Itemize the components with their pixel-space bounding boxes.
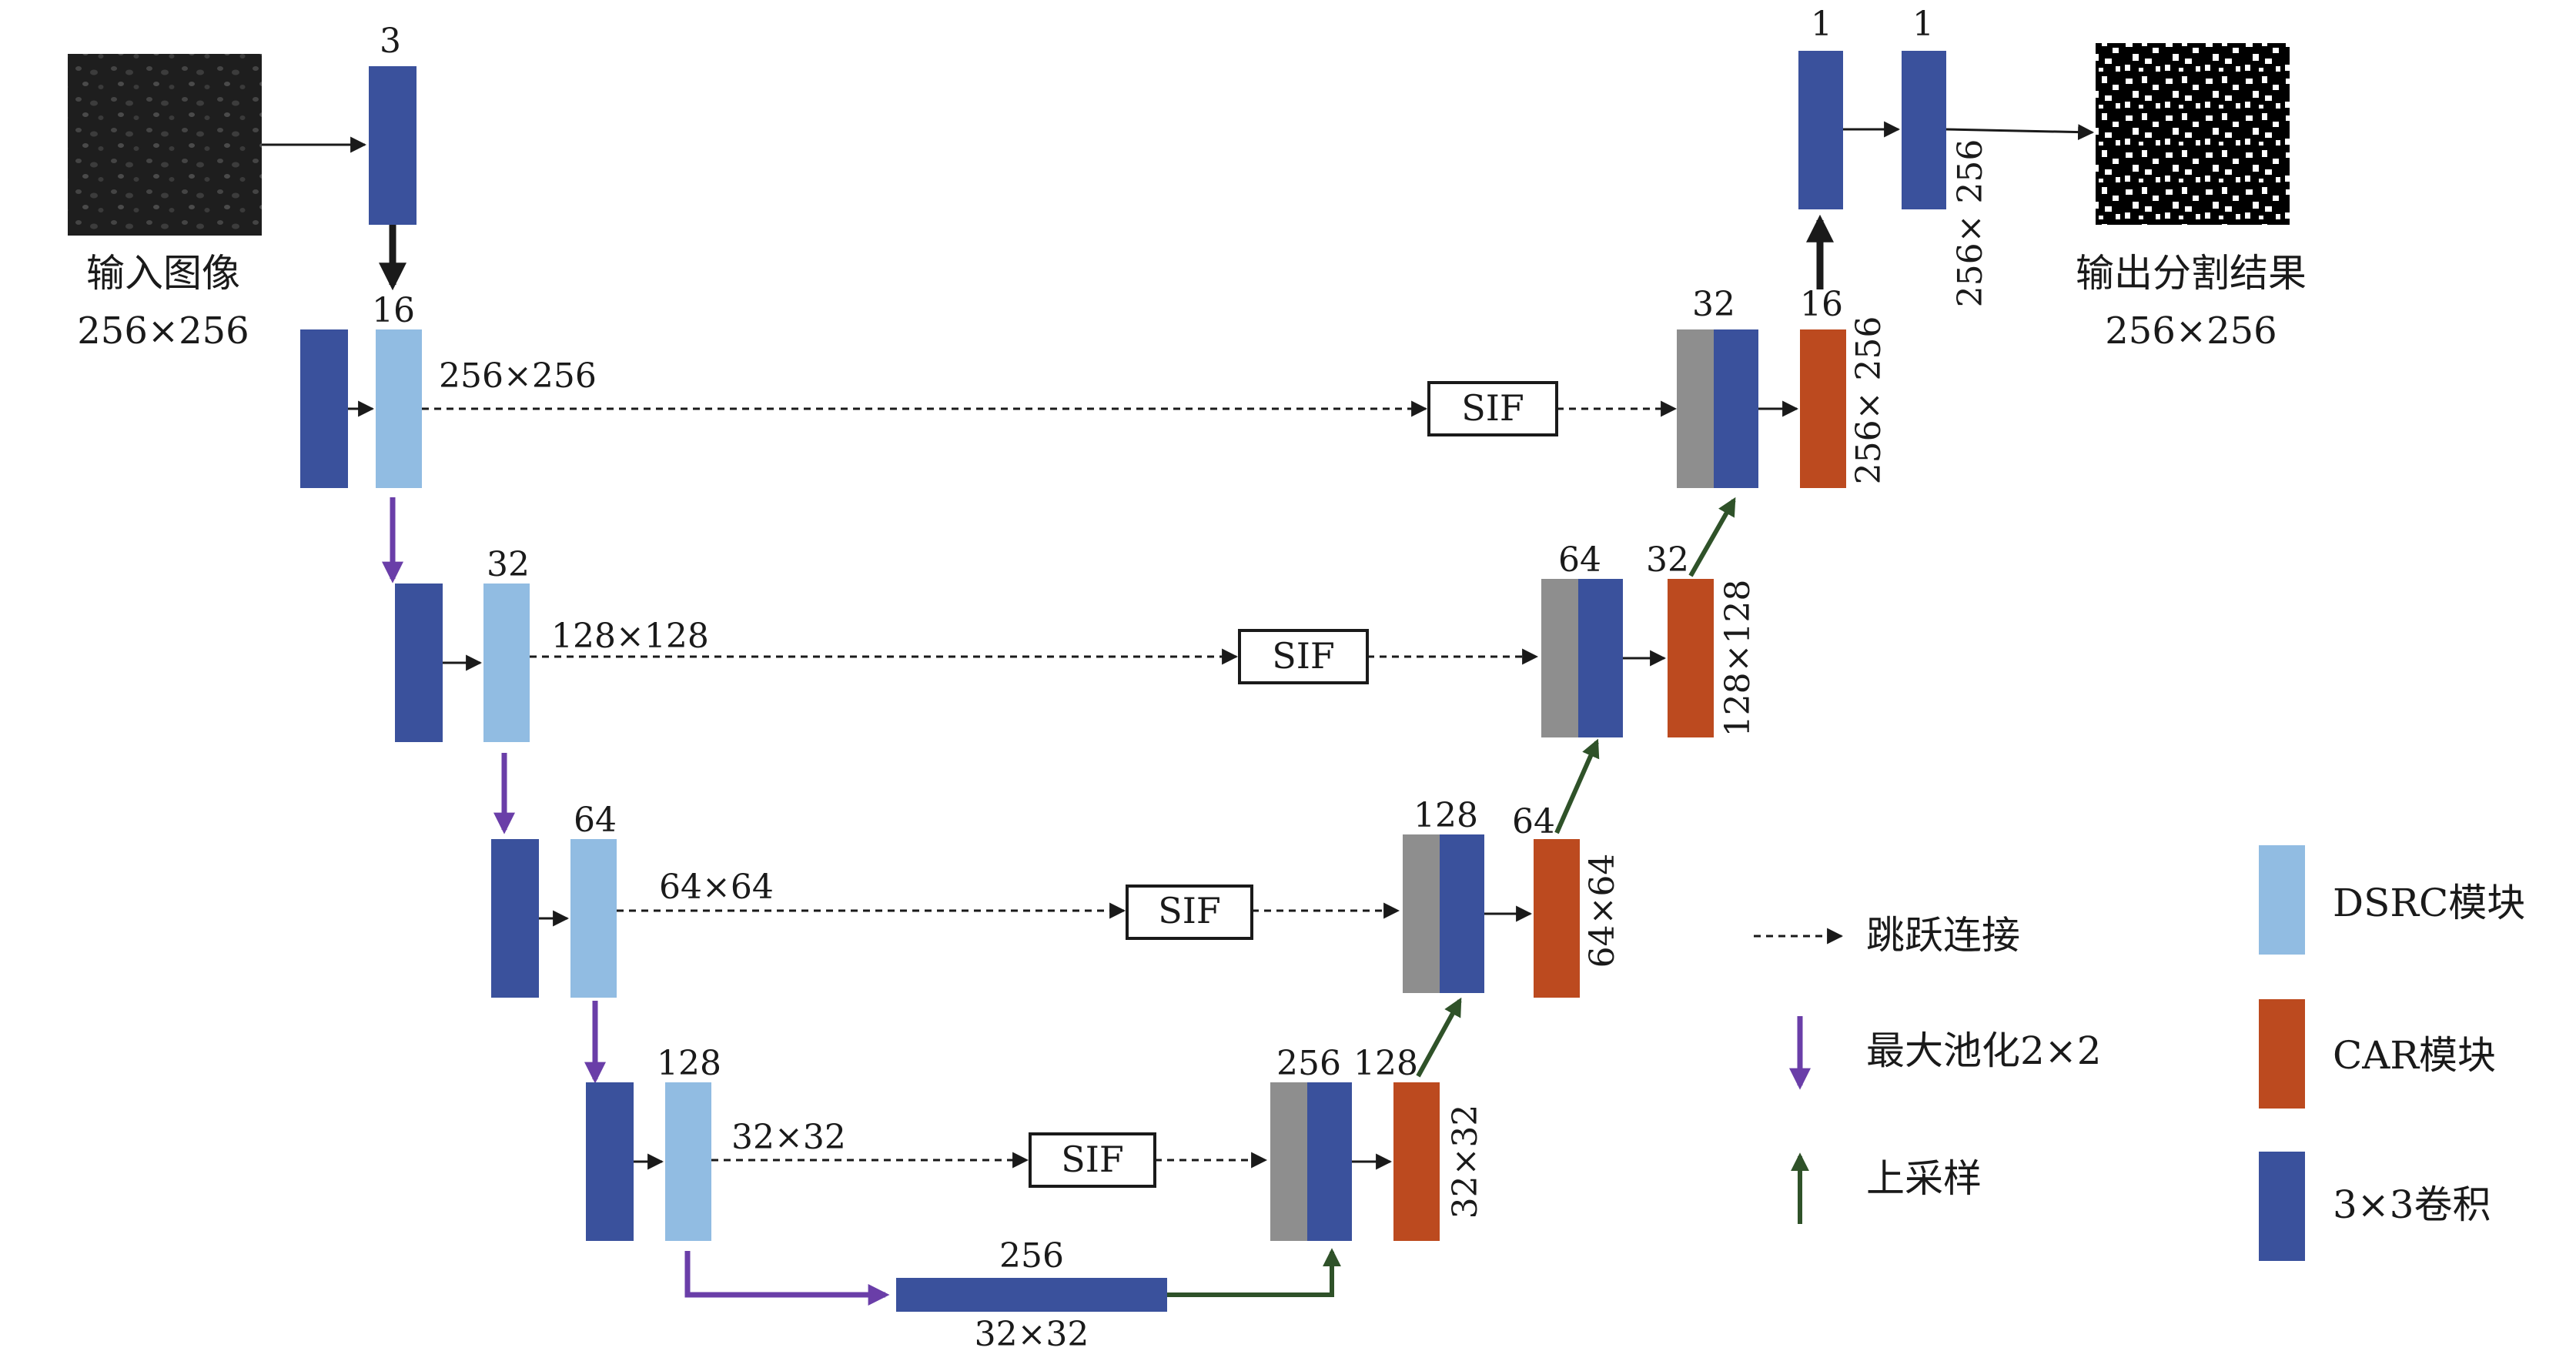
- conv-block-l3: [491, 839, 539, 998]
- legend-conv-swatch: [2259, 1152, 2305, 1261]
- output-arrow: [1945, 124, 2095, 141]
- conv-block-d4: [1307, 1082, 1352, 1241]
- sif-box-l1: [1427, 381, 1558, 436]
- enc-l2-channels: 32: [487, 545, 530, 584]
- out-a-channels: 1: [1811, 5, 1832, 44]
- conv-block-d3: [1440, 834, 1484, 993]
- sif-label-l1: SIF: [1461, 387, 1524, 429]
- pool-arrow-l4: [684, 1251, 890, 1306]
- dec-d4-dim: 32×32: [1446, 1105, 1485, 1219]
- enc-l1-channels: 16: [372, 291, 415, 330]
- dsrc-block-l3: [570, 839, 617, 998]
- dec-d4-car-channels: 128: [1353, 1044, 1418, 1083]
- concat-block-d2: [1541, 579, 1578, 737]
- car-block-d4: [1393, 1082, 1440, 1241]
- dec-d3-car-channels: 64: [1512, 802, 1555, 841]
- enc-l3-dim: 64×64: [659, 868, 774, 907]
- conv-block-l1: [300, 329, 348, 488]
- out-b-channels: 1: [1912, 5, 1934, 44]
- dec-d3-concat-channels: 128: [1413, 796, 1478, 835]
- dsrc-block-l4: [665, 1082, 711, 1241]
- up-arrow-bottleneck: [1167, 1248, 1341, 1297]
- up-arrow-d2: [1688, 497, 1736, 577]
- car-block-d2: [1668, 579, 1714, 737]
- legend-conv-label: 3×3卷积: [2333, 1182, 2491, 1227]
- legend-up-label: 上采样: [1866, 1156, 1982, 1201]
- bottleneck-dim: 32×32: [975, 1315, 1089, 1351]
- out-dim: 256× 256: [1951, 139, 1990, 308]
- legend-car-swatch: [2259, 999, 2305, 1109]
- enc-l1-dim: 256×256: [439, 356, 597, 396]
- dec-d1-car-channels: 16: [1800, 285, 1843, 324]
- input-label: 输入图像: [86, 251, 240, 296]
- sif-label-l4: SIF: [1061, 1139, 1124, 1180]
- output-label: 输出分割结果: [2076, 251, 2307, 296]
- dsrc-block-l1: [376, 329, 422, 488]
- legend: 跳跃连接 最大池化2×2 上采样 DSRC模块 CAR模块 3×3卷积: [1754, 845, 2525, 1261]
- output-size: 256×256: [2105, 309, 2277, 353]
- legend-pool-label: 最大池化2×2: [1866, 1028, 2102, 1073]
- dec-d2-dim: 128×128: [1718, 580, 1758, 737]
- enc-l2-dim: 128×128: [551, 617, 709, 656]
- bottleneck-conv-block: [896, 1278, 1167, 1312]
- concat-block-d4: [1270, 1082, 1307, 1241]
- dec-d4-concat-channels: 256: [1276, 1044, 1341, 1083]
- conv-block-l2: [395, 584, 443, 742]
- sif-box-l3: [1126, 885, 1253, 940]
- conv-block-d1: [1714, 329, 1758, 488]
- enc-l4-dim: 32×32: [731, 1118, 846, 1157]
- concat-block-d1: [1677, 329, 1714, 488]
- output-image: [2096, 43, 2290, 225]
- dsrc-block-l2: [483, 584, 530, 742]
- enc-l3-channels: 64: [574, 801, 617, 840]
- sif-label-l2: SIF: [1272, 635, 1335, 677]
- enc-l0-channels: 3: [380, 22, 401, 61]
- concat-block-d3: [1403, 834, 1440, 993]
- conv-block-l4: [586, 1082, 634, 1241]
- legend-dsrc-swatch: [2259, 845, 2305, 955]
- car-block-d3: [1534, 839, 1580, 998]
- sif-box-l4: [1029, 1132, 1156, 1188]
- input-image: [68, 54, 262, 236]
- dec-d1-concat-channels: 32: [1692, 285, 1735, 324]
- conv-block-d2: [1578, 579, 1623, 737]
- conv-block-out-a: [1798, 51, 1843, 209]
- legend-skip-label: 跳跃连接: [1866, 913, 2020, 958]
- enc-l4-channels: 128: [657, 1044, 721, 1083]
- legend-car-label: CAR模块: [2333, 1033, 2496, 1078]
- dec-d2-concat-channels: 64: [1558, 540, 1601, 580]
- dec-d1-dim: 256× 256: [1849, 316, 1889, 485]
- dec-d3-dim: 64×64: [1583, 854, 1622, 968]
- input-size: 256×256: [77, 309, 249, 353]
- conv-block-l0: [369, 66, 417, 225]
- sif-label-l3: SIF: [1158, 890, 1221, 931]
- up-arrow-d4: [1416, 997, 1462, 1078]
- bottleneck-channels: 256: [999, 1236, 1064, 1276]
- dec-d2-car-channels: 32: [1646, 540, 1689, 580]
- legend-dsrc-label: DSRC模块: [2333, 881, 2525, 925]
- up-arrow-d3: [1554, 738, 1600, 834]
- conv-block-out-b: [1902, 51, 1946, 209]
- car-block-d1: [1800, 329, 1846, 488]
